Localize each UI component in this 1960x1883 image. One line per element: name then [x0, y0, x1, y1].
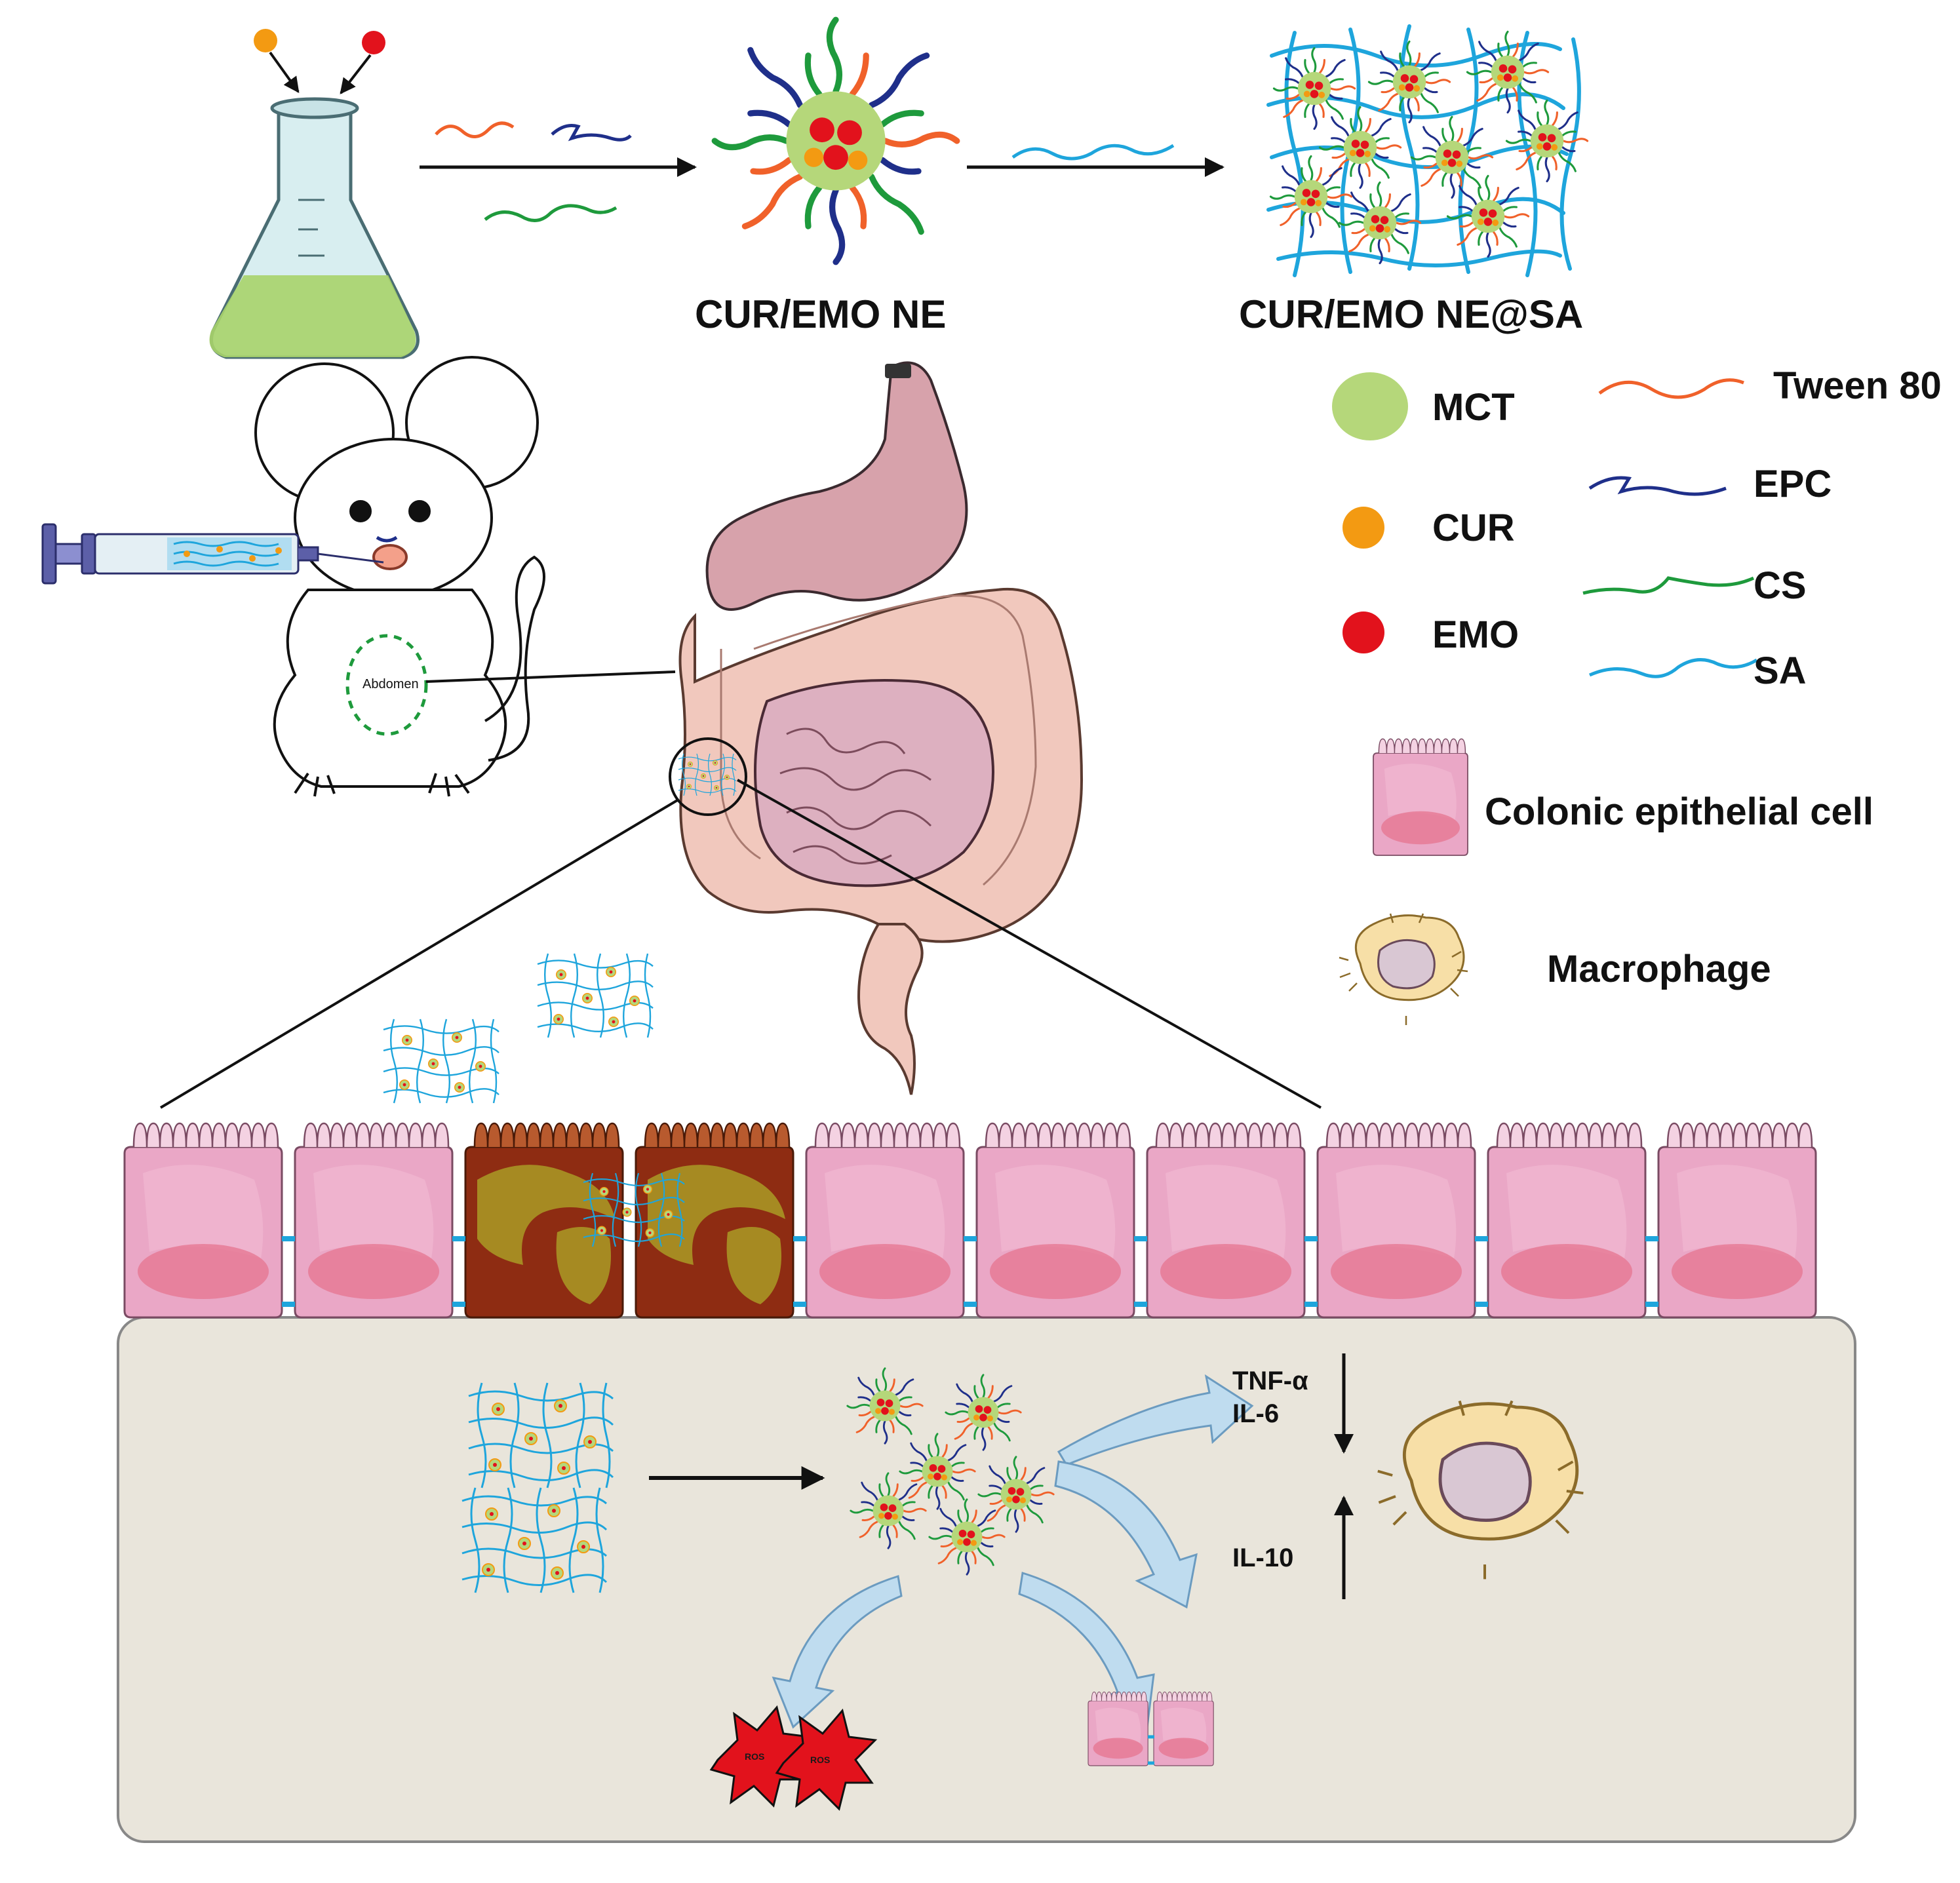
mouse-illustration	[254, 356, 545, 797]
mouse-body	[273, 589, 507, 788]
mouse-tongue	[372, 544, 408, 570]
epithelial-cell	[805, 1122, 965, 1319]
synthesis-row	[209, 20, 1589, 359]
nanoemulsion-icon	[715, 20, 957, 262]
legend-macrophage-icon	[1338, 912, 1469, 1026]
gi-tract-illustration	[669, 361, 1084, 1095]
legend-cs-swatch	[1582, 576, 1755, 595]
epithelial-cell	[975, 1122, 1135, 1319]
mouse-left-eye	[349, 500, 372, 522]
zoom-line-left	[159, 798, 680, 1109]
emo-arrow	[340, 54, 372, 94]
epithelium-row	[117, 1122, 1856, 1843]
mouse-right-eye	[408, 500, 431, 522]
zoom-line-right	[737, 779, 1322, 1109]
cur-dot-icon	[254, 29, 277, 52]
legend-epithelial-icon	[1373, 738, 1468, 856]
cs-strand-icon	[484, 204, 617, 222]
epithelial-cell	[123, 1122, 283, 1319]
ros-star	[775, 1708, 878, 1811]
epc-strand-icon	[551, 124, 632, 142]
legend-emo-swatch	[1343, 611, 1384, 653]
mucosa-layer	[117, 1316, 1856, 1843]
epithelial-cell	[1316, 1122, 1476, 1319]
sa-strand-icon	[1011, 144, 1175, 161]
zoom-circle	[669, 737, 747, 816]
mouse-tail	[484, 555, 545, 762]
gel-patch-floating-1	[536, 952, 654, 1039]
legend-cur-swatch	[1343, 507, 1384, 549]
legend-mct-swatch	[1332, 372, 1408, 440]
tight-junctions	[282, 1236, 1658, 1307]
mouse-abdomen-outline	[345, 634, 428, 736]
rectum	[857, 923, 924, 1095]
hydrogel-network-icon	[1266, 24, 1589, 277]
arrow-to-proinflammatory	[1057, 1374, 1254, 1466]
syringe-icon	[41, 523, 384, 585]
stomach	[705, 361, 968, 611]
cur-arrow	[269, 51, 300, 93]
restored-barrier-icon	[1088, 1691, 1214, 1766]
epithelial-cell	[1146, 1122, 1306, 1319]
legend	[1332, 372, 1758, 1026]
mouse-head	[294, 438, 493, 598]
abdomen-link-line	[425, 670, 676, 683]
esophagus	[885, 364, 911, 378]
damaged-epithelial-cell	[464, 1122, 624, 1319]
legend-tween-swatch	[1598, 378, 1744, 399]
arrow-to-il10	[1054, 1460, 1198, 1609]
epithelial-cell	[1487, 1122, 1647, 1319]
epithelial-cell	[1657, 1122, 1817, 1319]
legend-sa-swatch	[1588, 658, 1758, 678]
tween-strand-icon	[435, 121, 515, 138]
emo-dot-icon	[362, 31, 385, 54]
effect-arrows	[772, 1374, 1254, 1729]
gel-patch-floating-2	[382, 1018, 500, 1104]
arrow-to-ros	[772, 1575, 903, 1729]
epithelial-cell	[294, 1122, 454, 1319]
legend-epc-swatch	[1588, 476, 1727, 496]
flask-icon	[209, 97, 420, 359]
